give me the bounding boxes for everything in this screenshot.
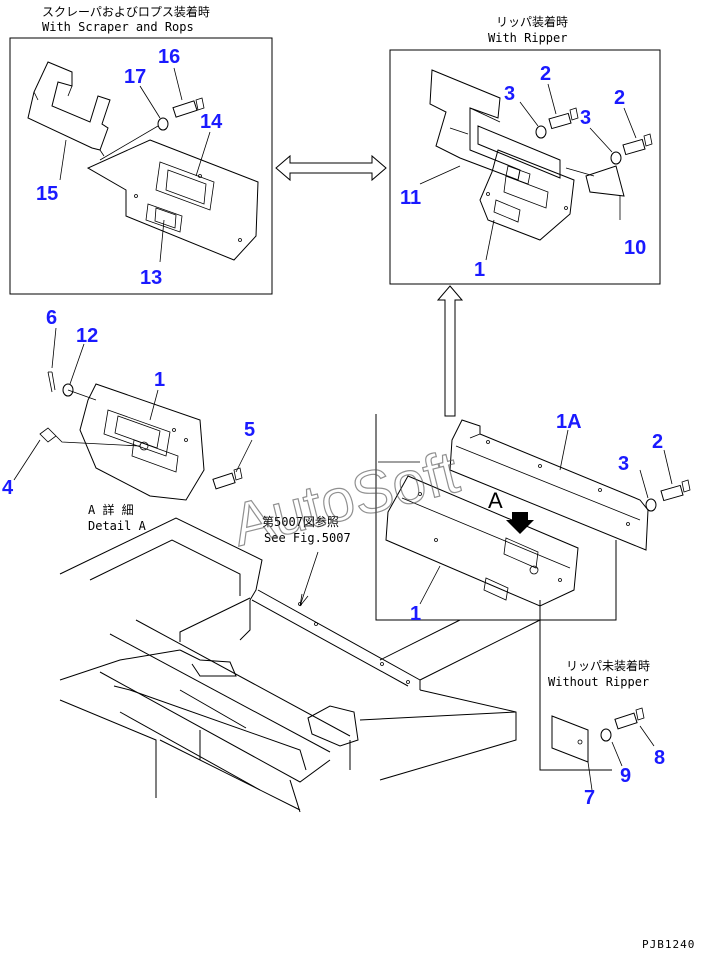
- detail-marker-a: A: [488, 488, 503, 513]
- caption-ripper-en: With Ripper: [488, 31, 567, 45]
- callout-17: 17: [124, 66, 146, 88]
- inset-ripper-frame: [389, 49, 661, 285]
- without-ripper-frame: [539, 600, 612, 771]
- inset-scraper-parts: [27, 61, 259, 263]
- caption-detail-jp: A 詳 細: [88, 502, 134, 517]
- callout-14: 14: [200, 111, 223, 133]
- callout-ripper-10: 10: [624, 237, 646, 259]
- callout-ripper-2b: 2: [614, 87, 625, 109]
- caption-noripper-jp: リッパ未装着時: [566, 658, 650, 673]
- caption-seefig-en: See Fig.5007: [264, 531, 351, 545]
- caption-ripper-jp: リッパ装着時: [496, 14, 568, 29]
- callout-main-1: 1: [410, 603, 421, 625]
- callout-main-3: 3: [618, 453, 629, 475]
- caption-scraper-en: With Scraper and Rops: [42, 20, 194, 34]
- callout-12: 12: [76, 325, 98, 347]
- callout-ripper-1: 1: [474, 259, 485, 281]
- drawing-code: PJB1240: [642, 938, 695, 951]
- inset-ripper-parts: [419, 69, 653, 261]
- callout-8: 8: [654, 747, 665, 769]
- callout-detail-1: 1: [154, 369, 165, 391]
- caption-seefig-jp: 第5007図参照: [262, 514, 339, 529]
- detail-a-frame: [375, 414, 617, 621]
- callout-1a: 1A: [556, 411, 582, 433]
- main-assembly-parts: [378, 419, 691, 607]
- caption-scraper-jp: スクレーパおよびロプス装着時: [42, 4, 210, 19]
- caption-noripper-en: Without Ripper: [548, 675, 649, 689]
- callout-5: 5: [244, 419, 255, 441]
- down-arrow-icon: [506, 512, 534, 534]
- double-arrow-vertical: [436, 285, 464, 417]
- double-arrow-horizontal: [275, 154, 387, 182]
- callout-ripper-2a: 2: [540, 63, 551, 85]
- callout-16: 16: [158, 46, 180, 68]
- callout-7: 7: [584, 787, 595, 809]
- seefig-leader-arrow: [299, 551, 319, 607]
- callout-ripper-3a: 3: [504, 83, 515, 105]
- inset-scraper-frame: [9, 37, 273, 295]
- callout-9: 9: [620, 765, 631, 787]
- callout-ripper-11: 11: [400, 187, 421, 209]
- callout-15: 15: [36, 183, 58, 205]
- detail-left-parts: [13, 327, 253, 501]
- callout-6: 6: [46, 307, 57, 329]
- without-ripper-parts: [551, 707, 655, 791]
- callout-ripper-3b: 3: [580, 107, 591, 129]
- callout-main-2: 2: [652, 431, 663, 453]
- machine-body: [59, 517, 541, 813]
- callout-4: 4: [2, 477, 14, 499]
- caption-detail-en: Detail A: [88, 519, 147, 533]
- callout-13: 13: [140, 267, 162, 289]
